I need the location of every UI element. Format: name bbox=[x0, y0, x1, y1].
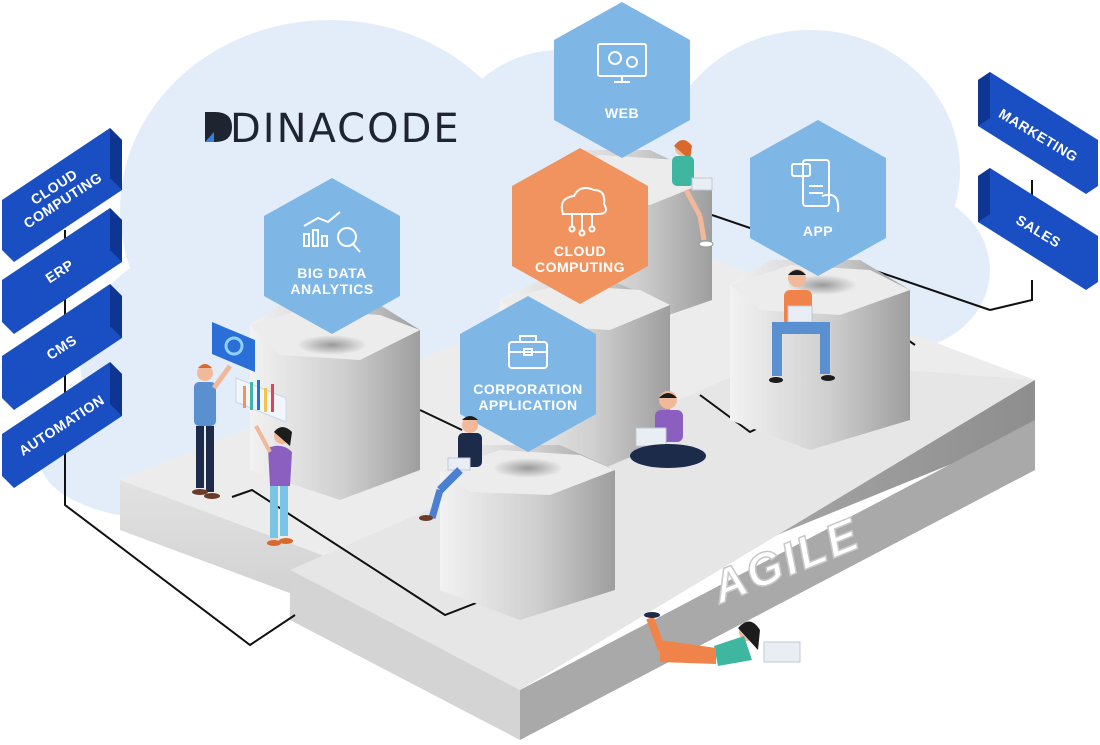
floating-dashboard bbox=[212, 322, 287, 423]
right-signboards: MARKETING SALES bbox=[978, 72, 1098, 290]
hex-corp-label-line1: CORPORATION bbox=[473, 381, 582, 397]
person-woman-lying bbox=[644, 612, 801, 666]
pillar-corporation bbox=[440, 445, 615, 620]
sign-sales: SALES bbox=[978, 168, 1098, 290]
dinacode-logo: DINACODE bbox=[205, 106, 461, 152]
analytics-magnifier-icon bbox=[303, 211, 361, 253]
hex-web-label: WEB bbox=[605, 105, 639, 121]
person-man-pointing bbox=[192, 364, 233, 499]
hex-big-data: BIG DATA ANALYTICS bbox=[264, 178, 400, 334]
briefcase-icon bbox=[508, 335, 548, 369]
hex-app-label: APP bbox=[803, 223, 833, 239]
person-woman-pointing bbox=[254, 425, 293, 546]
hex-big-data-label-line2: ANALYTICS bbox=[290, 281, 373, 297]
person-girl-web-pillar bbox=[672, 140, 714, 248]
hex-cloud-label-line2: COMPUTING bbox=[535, 259, 625, 275]
person-man-cross-legged bbox=[630, 391, 706, 468]
hex-corporation-application: CORPORATION APPLICATION bbox=[460, 296, 596, 452]
hex-web: WEB bbox=[554, 2, 690, 158]
monitor-gear-icon bbox=[597, 43, 647, 83]
pillar-big-data bbox=[250, 305, 420, 500]
cloud-network-icon bbox=[560, 187, 607, 237]
hex-cloud-computing: CLOUD COMPUTING bbox=[512, 148, 648, 304]
hex-corp-label-line2: APPLICATION bbox=[478, 397, 577, 413]
hex-big-data-label-line1: BIG DATA bbox=[297, 265, 367, 281]
logo-text: DINACODE bbox=[230, 106, 461, 152]
hex-app: APP bbox=[750, 120, 886, 276]
hex-cloud-label-line1: CLOUD bbox=[554, 243, 606, 259]
mobile-app-icon bbox=[791, 159, 840, 213]
person-man-app-pillar bbox=[769, 269, 835, 383]
sign-erp: ERP bbox=[2, 208, 122, 334]
sign-cms: CMS bbox=[2, 284, 122, 410]
person-sitting-laptop-left bbox=[419, 416, 482, 521]
